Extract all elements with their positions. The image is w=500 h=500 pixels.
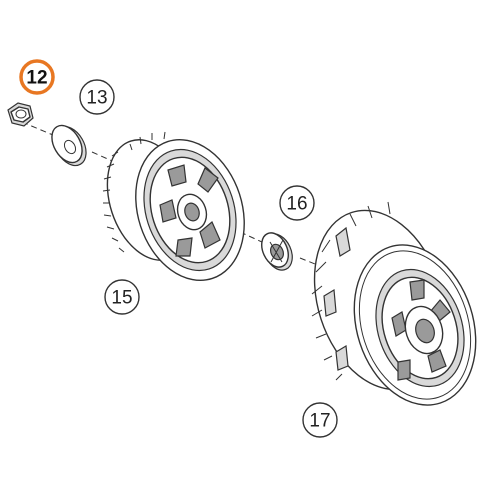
callout-17[interactable]: 17: [302, 402, 338, 438]
callout-12[interactable]: 12: [19, 59, 55, 95]
callout-15[interactable]: 15: [104, 279, 140, 315]
part-17-clutch-basket: [311, 201, 477, 406]
part-16-thrust-washer: [261, 232, 293, 271]
part-15-clutch-hub: [102, 131, 245, 282]
callout-16[interactable]: 16: [279, 185, 315, 221]
part-13-washer: [51, 124, 87, 167]
callout-17-label: 17: [309, 411, 330, 432]
assembly-axis: [21, 121, 471, 339]
part-12-nut: [7, 102, 34, 127]
callout-13[interactable]: 13: [79, 79, 115, 115]
callout-12-label: 12: [26, 68, 47, 89]
callout-16-label: 16: [286, 194, 307, 215]
callout-13-label: 13: [86, 88, 107, 109]
callout-15-label: 15: [111, 288, 132, 309]
